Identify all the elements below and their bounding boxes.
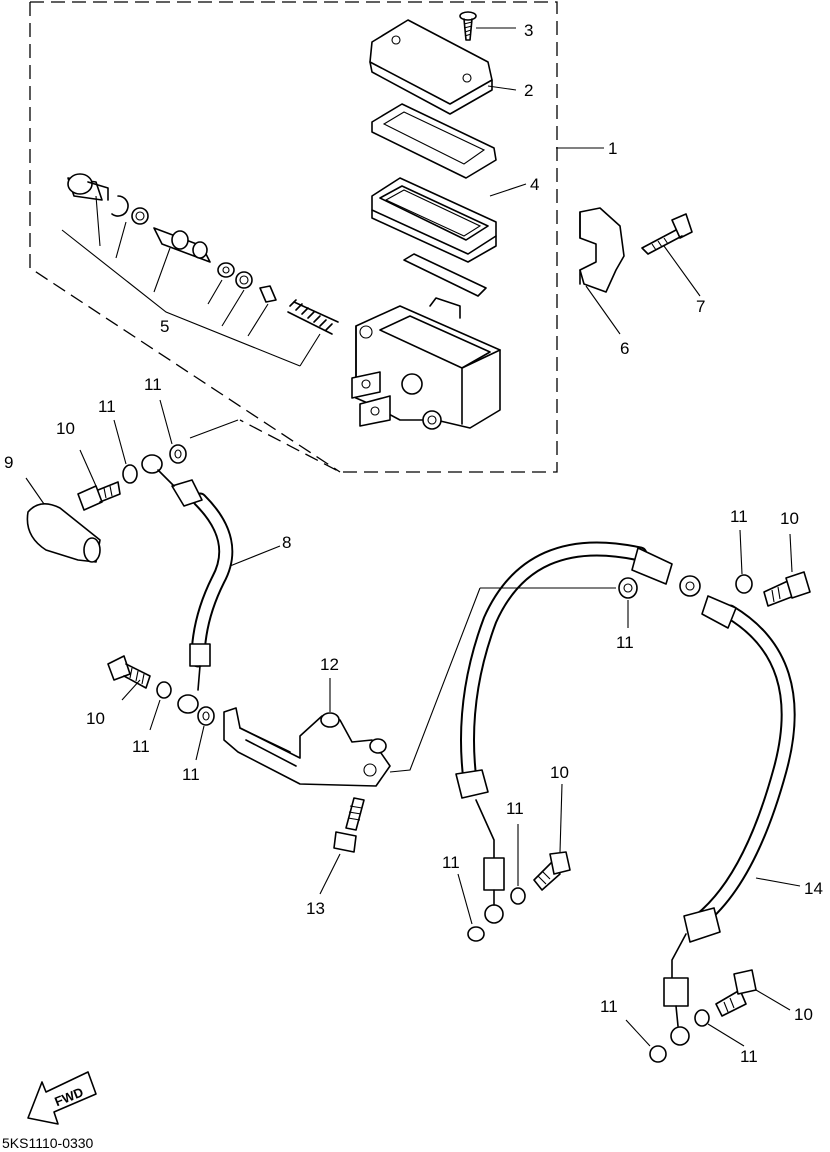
washer bbox=[156, 681, 172, 699]
banjo-bolt bbox=[107, 655, 151, 689]
fwd-arrow: FWD bbox=[27, 1071, 97, 1125]
callout-11h: 11 bbox=[442, 853, 460, 872]
assembly-boundary bbox=[29, 1, 558, 473]
callout-14: 14 bbox=[804, 879, 823, 898]
callout-11c: 11 bbox=[132, 737, 150, 756]
diaphragm-holder bbox=[403, 253, 487, 297]
callout-12: 12 bbox=[320, 655, 339, 674]
joint-bracket bbox=[223, 707, 391, 787]
diaphragm bbox=[371, 177, 497, 263]
banjo-cover bbox=[26, 503, 101, 563]
piston-kit bbox=[67, 173, 339, 335]
brake-hose-upper bbox=[141, 454, 234, 714]
bracket-bolt bbox=[333, 797, 365, 853]
diagram-code: 5KS1110-0330 bbox=[2, 1135, 94, 1151]
cap-screw bbox=[459, 11, 477, 41]
banjo-bolt bbox=[763, 571, 811, 607]
callout-10d: 10 bbox=[550, 763, 569, 782]
washer bbox=[510, 887, 526, 905]
brake-hose-lower bbox=[455, 541, 796, 1046]
holder-bolt bbox=[641, 213, 693, 255]
callout-10b: 10 bbox=[86, 709, 105, 728]
washer bbox=[694, 1009, 710, 1027]
holder bbox=[579, 207, 625, 293]
banjo-bolt bbox=[715, 969, 757, 1017]
banjo-bolt bbox=[77, 481, 121, 511]
washer bbox=[649, 1045, 667, 1063]
washer bbox=[169, 444, 187, 464]
master-cylinder-body bbox=[351, 297, 501, 430]
washer bbox=[197, 706, 215, 726]
callout-11j: 11 bbox=[740, 1047, 758, 1066]
callout-1: 1 bbox=[608, 139, 617, 158]
callout-11b: 11 bbox=[144, 375, 162, 394]
callout-11a: 11 bbox=[98, 397, 116, 416]
callout-13: 13 bbox=[306, 899, 325, 918]
callout-numbers: 1 2 3 4 5 6 7 8 9 10 10 10 10 10 11 11 1… bbox=[4, 21, 823, 1066]
callout-6: 6 bbox=[620, 339, 629, 358]
washer bbox=[467, 926, 485, 942]
reservoir-cap bbox=[369, 19, 493, 115]
callout-10c: 10 bbox=[780, 509, 799, 528]
callout-2: 2 bbox=[524, 81, 533, 100]
callout-10e: 10 bbox=[794, 1005, 813, 1024]
callout-4: 4 bbox=[530, 175, 539, 194]
banjo-bolt bbox=[533, 851, 571, 891]
washer bbox=[122, 464, 138, 484]
callout-7: 7 bbox=[696, 297, 705, 316]
washer bbox=[618, 577, 638, 599]
callout-11d: 11 bbox=[182, 765, 200, 784]
callout-11i: 11 bbox=[600, 997, 618, 1016]
callout-3: 3 bbox=[524, 21, 533, 40]
callout-11f: 11 bbox=[616, 633, 634, 652]
callout-9: 9 bbox=[4, 453, 13, 472]
leader-lines bbox=[25, 27, 801, 1047]
callout-11e: 11 bbox=[730, 507, 748, 526]
washer bbox=[735, 574, 753, 594]
callout-8: 8 bbox=[282, 533, 291, 552]
callout-10a: 10 bbox=[56, 419, 75, 438]
callout-5: 5 bbox=[160, 317, 169, 336]
callout-11g: 11 bbox=[506, 799, 524, 818]
diaphragm-plate bbox=[371, 103, 497, 179]
